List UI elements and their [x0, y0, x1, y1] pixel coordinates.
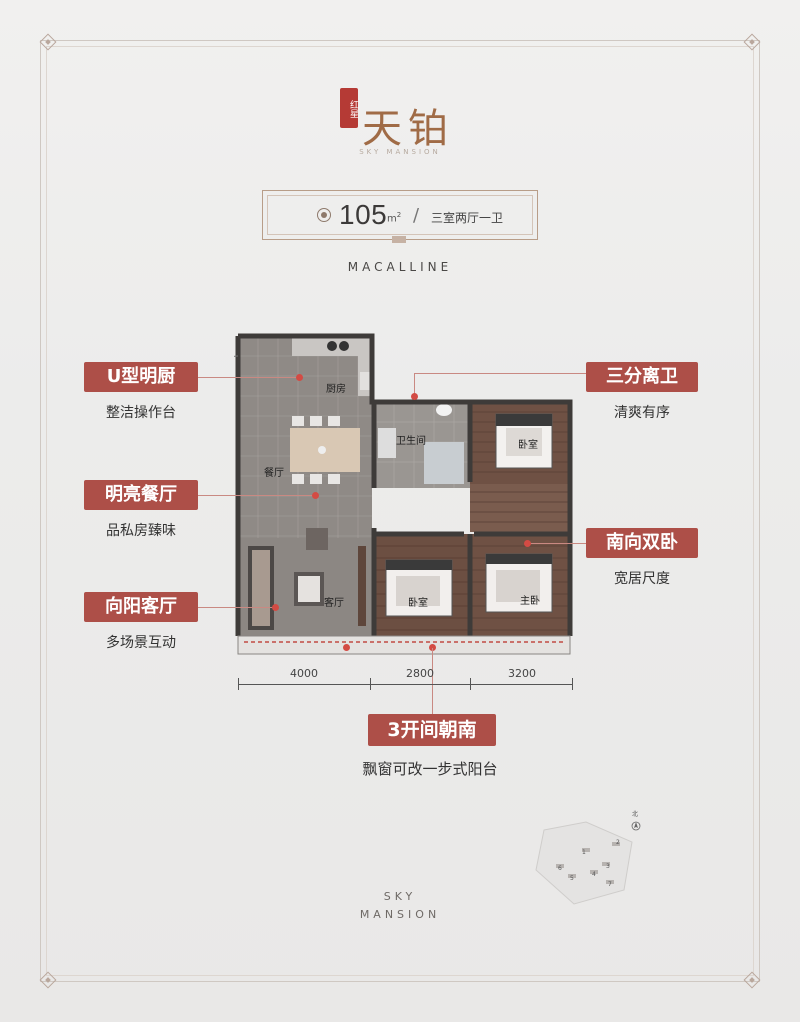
site-plan: 1 2 3 4 5 6 7 北	[535, 810, 641, 905]
living-leader-line	[198, 607, 274, 608]
dimension-tick	[470, 678, 471, 690]
dining-leader-line	[198, 495, 314, 496]
feature-bath-title: 三分离卫	[586, 362, 698, 392]
feature-kitchen-title: U型明厨	[84, 362, 198, 392]
footer-brand: SKY MANSION	[340, 888, 460, 924]
feature-bedrooms-title: 南向双卧	[586, 528, 698, 558]
bedrooms-marker	[524, 540, 531, 547]
room-label-bathroom: 卫生间	[396, 436, 426, 447]
living-marker	[272, 604, 279, 611]
dimension-line	[238, 684, 572, 685]
dimension-label: 3200	[508, 667, 536, 680]
area-tab-ornament	[392, 236, 406, 243]
area-value: 105	[339, 199, 388, 230]
compass-label: 北	[632, 810, 638, 818]
site-number: 1	[582, 849, 586, 856]
site-number: 2	[616, 839, 620, 846]
layout-label: 三室两厅一卫	[431, 211, 504, 225]
feature-bath-desc: 清爽有序	[614, 405, 670, 421]
feature-south-title: 3开间朝南	[368, 714, 496, 746]
feature-living-title: 向阳客厅	[84, 592, 198, 622]
site-number: 6	[558, 865, 562, 872]
site-number: 3	[606, 863, 610, 870]
area-slash: /	[413, 205, 420, 226]
dimension-label: 2800	[406, 667, 434, 680]
floor-plan	[234, 333, 573, 655]
feature-living-desc: 多场景互动	[106, 635, 176, 651]
floor-area-icon	[317, 208, 331, 222]
south-leader-line	[432, 648, 433, 714]
room-label-living: 客厅	[324, 598, 344, 609]
area-panel: 105 m2 / 三室两厅一卫	[262, 190, 538, 240]
room-label-master: 主卧	[520, 596, 540, 607]
footer-line2: MANSION	[359, 908, 441, 921]
south-marker-2	[429, 644, 436, 651]
outer-frame	[40, 40, 760, 982]
site-number: 4	[592, 871, 596, 878]
kitchen-marker	[296, 374, 303, 381]
feature-dining-title: 明亮餐厅	[84, 480, 198, 510]
feature-kitchen-desc: 整洁操作台	[106, 405, 176, 421]
footer-line1: SKY	[383, 890, 417, 903]
inner-frame	[46, 46, 754, 976]
dimension-tick	[370, 678, 371, 690]
brand-title: 天铂	[362, 106, 454, 152]
feature-south-desc: 飘窗可改一步式阳台	[362, 760, 498, 778]
dining-marker	[312, 492, 319, 499]
room-label-kitchen: 厨房	[326, 384, 346, 395]
south-marker-1	[343, 644, 350, 651]
dimension-label: 4000	[290, 667, 318, 680]
area-unit: m2	[387, 211, 402, 225]
developer-name: MACALLINE	[347, 260, 453, 274]
site-number: 5	[570, 875, 574, 882]
room-label-dining: 餐厅	[264, 468, 284, 479]
bath-marker	[411, 393, 418, 400]
bedrooms-leader-line	[528, 543, 586, 544]
room-label-bedroom-s: 卧室	[408, 598, 428, 609]
brand-seal: 红星	[340, 88, 358, 128]
kitchen-leader-line	[198, 377, 298, 378]
feature-dining-desc: 品私房臻味	[106, 523, 176, 539]
bath-leader-drop	[414, 373, 415, 395]
site-number: 7	[608, 881, 612, 888]
feature-bedrooms-desc: 宽居尺度	[614, 571, 670, 587]
room-label-bedroom-ne: 卧室	[518, 440, 538, 451]
bath-leader-line	[414, 373, 586, 374]
brand-subtitle: SKY MANSION	[359, 148, 441, 156]
dimension-tick	[238, 678, 239, 690]
dimension-tick	[572, 678, 573, 690]
